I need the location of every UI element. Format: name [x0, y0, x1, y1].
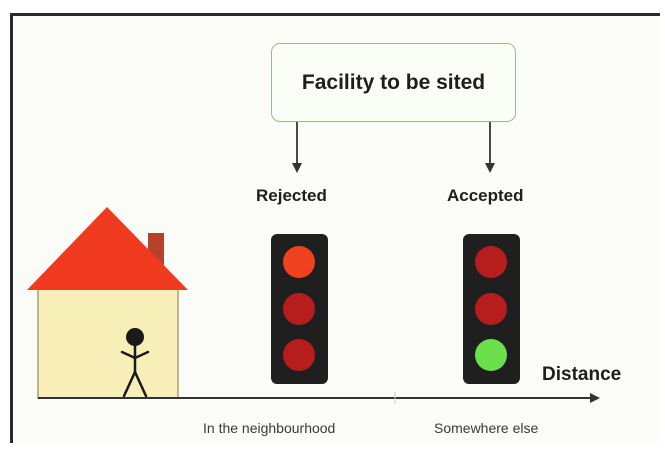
- house: [27, 207, 188, 399]
- distance-label: Distance: [542, 364, 622, 385]
- rejected-label: Rejected: [256, 186, 327, 205]
- traffic-light-accepted: [463, 234, 520, 384]
- light-red-dim: [475, 246, 507, 278]
- light-red-lit: [283, 246, 315, 278]
- elsewhere-label: Somewhere else: [434, 420, 539, 436]
- facility-box: Facility to be sited: [271, 43, 516, 122]
- traffic-light-rejected: [271, 234, 328, 384]
- light-red-dim: [283, 293, 315, 325]
- house-wall: [37, 287, 179, 399]
- light-green-lit: [475, 339, 507, 371]
- light-red-dim: [283, 339, 315, 371]
- facility-title: Facility to be sited: [301, 70, 486, 94]
- neighbourhood-label: In the neighbourhood: [203, 420, 336, 436]
- light-red-dim: [475, 293, 507, 325]
- stick-figure-head: [126, 328, 144, 346]
- stick-figure-icon: [120, 328, 150, 398]
- accepted-label: Accepted: [447, 186, 524, 205]
- house-roof: [27, 207, 188, 290]
